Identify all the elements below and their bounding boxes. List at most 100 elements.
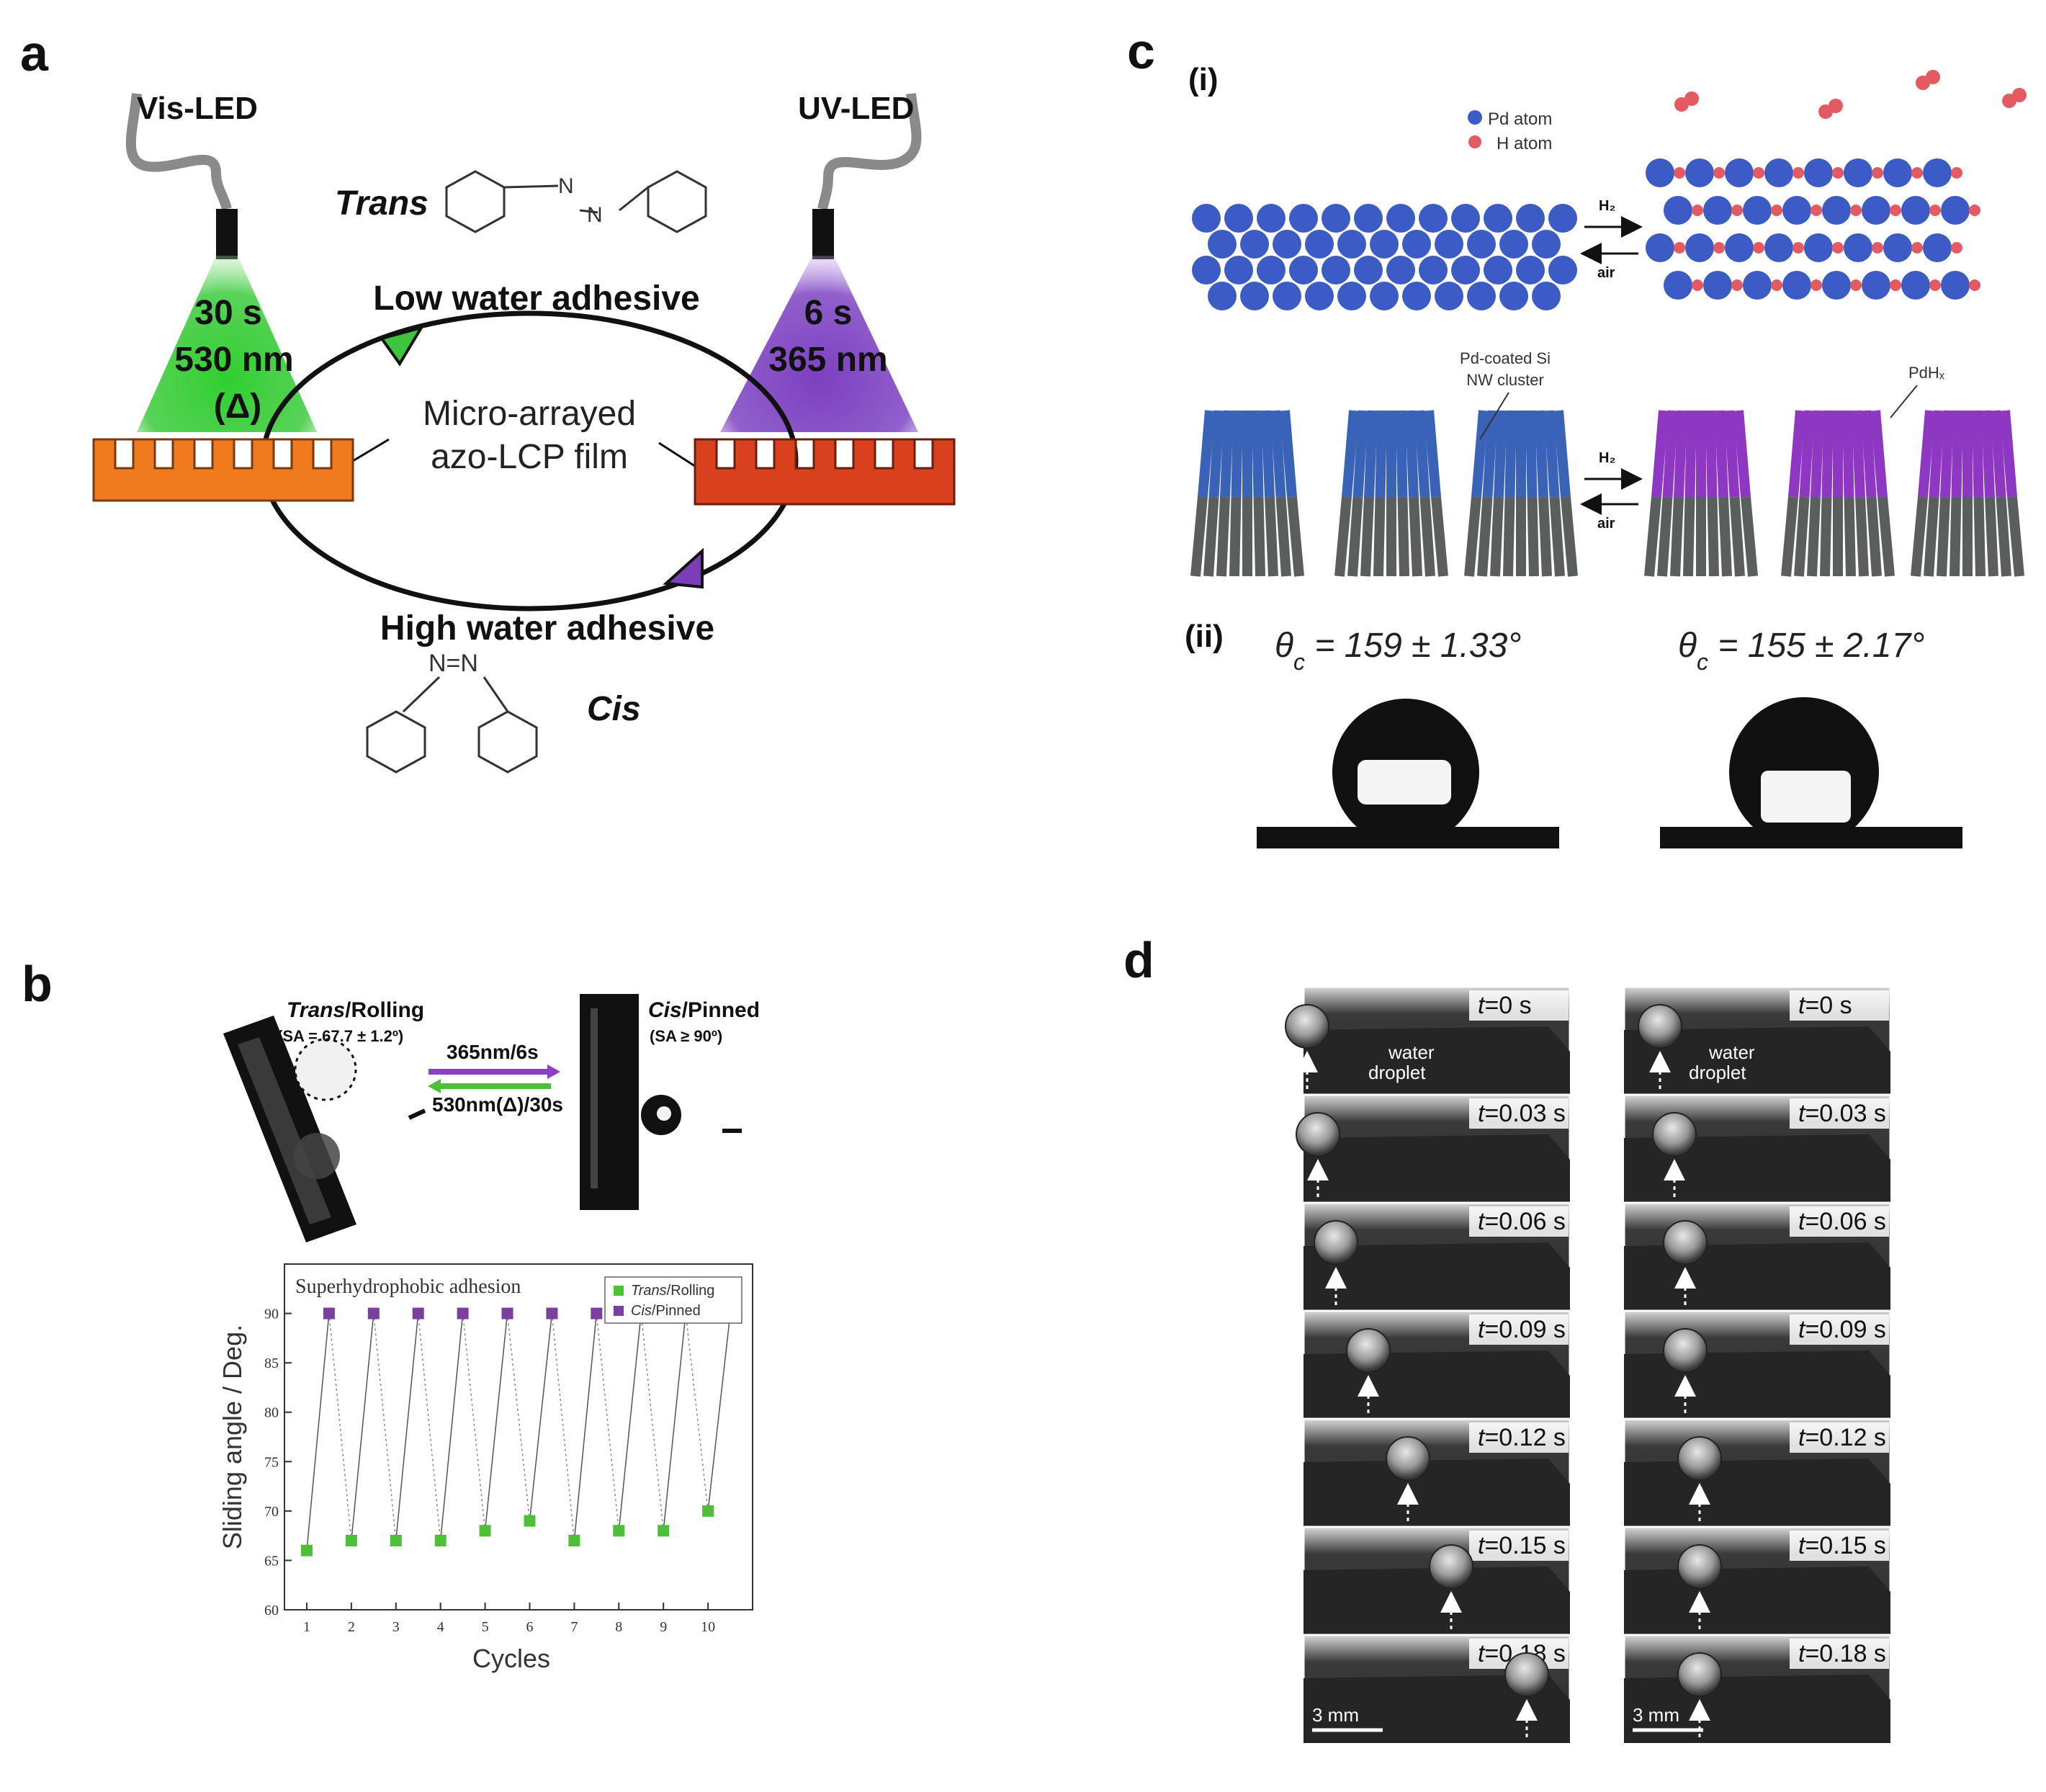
trans-point <box>390 1535 402 1546</box>
si-nanowire <box>1229 496 1242 577</box>
pd-atom <box>1862 196 1890 225</box>
connector-line-solid <box>618 1313 642 1531</box>
pd-atom <box>1941 196 1970 225</box>
h-atom-legend-marker <box>1468 135 1481 148</box>
pd-atom <box>1901 271 1930 300</box>
cis-azobenzene-structure <box>366 676 538 774</box>
si-nanowire <box>1419 496 1435 577</box>
pd-coating <box>1342 410 1359 498</box>
trans-point <box>658 1525 670 1537</box>
si-nanowire <box>1741 496 1758 577</box>
si-nanowire <box>1275 496 1291 577</box>
pd-atom <box>1664 196 1692 225</box>
h-atom <box>1793 167 1804 179</box>
cis-point <box>501 1307 513 1320</box>
vis-led-head <box>216 209 238 259</box>
orange-film <box>92 438 354 502</box>
si-nanowire <box>1707 496 1719 577</box>
uv-led-cable <box>817 93 922 210</box>
pd-atom <box>1725 233 1754 262</box>
pd-coating <box>1352 410 1368 498</box>
h-atom <box>1872 242 1883 254</box>
pd-coating <box>1424 410 1441 498</box>
purple-cycle-arrow <box>663 547 704 589</box>
scale-bar-label: 3 mm <box>1312 1704 1359 1726</box>
air-bottom: air <box>1597 516 1615 532</box>
x-tick-label: 8 <box>615 1619 622 1635</box>
trans-rolling-image <box>223 1016 357 1242</box>
legend-marker <box>614 1286 624 1296</box>
si-nanowire <box>1718 496 1732 577</box>
si-nanowire <box>1397 496 1409 577</box>
pd-atom <box>1516 256 1545 285</box>
pd-atom <box>1354 256 1383 285</box>
pd-coating <box>1270 410 1286 498</box>
pd-atom <box>1322 256 1350 285</box>
pd-atom <box>1192 256 1221 285</box>
si-nanowire <box>1490 496 1504 577</box>
time-label: t=0 s <box>1478 992 1532 1019</box>
pd-atom <box>1419 204 1448 233</box>
pd-atom <box>1548 204 1577 233</box>
legend-label: Trans/Rolling <box>631 1283 714 1299</box>
pd-atom <box>1782 271 1811 300</box>
pd-atom <box>1289 256 1318 285</box>
panel-d-label: d <box>1123 932 1154 988</box>
pd-coating <box>1821 410 1834 498</box>
h-atom <box>1850 205 1862 216</box>
pd-atom <box>1725 158 1754 187</box>
pd-atom <box>1337 282 1366 310</box>
y-tick-label: 70 <box>264 1504 279 1520</box>
pd-atom <box>1451 256 1480 285</box>
trans-point <box>568 1535 580 1546</box>
si-nanowire <box>1996 496 2011 577</box>
y-tick-label: 65 <box>264 1553 279 1569</box>
x-tick-label: 3 <box>392 1619 400 1635</box>
h-atom-legend: H atom <box>1497 134 1552 153</box>
pd-coating <box>1918 410 1935 498</box>
pd-atom <box>1224 204 1253 233</box>
h-atom <box>1832 167 1844 179</box>
si-nanowire <box>2007 496 2024 577</box>
pd-atom <box>1646 158 1674 187</box>
pd-atom <box>1305 282 1334 310</box>
pd-atom <box>1435 230 1463 259</box>
pd-atom <box>1822 196 1851 225</box>
h-atom <box>1829 99 1843 113</box>
film-label-line2: azo-LCP film <box>431 438 628 476</box>
video-frame: t=0.03 s <box>1296 1093 1571 1204</box>
video-frame: t=0.09 s <box>1302 1309 1571 1420</box>
time-label: t=0.12 s <box>1798 1424 1886 1451</box>
si-nanowire <box>1949 496 1962 577</box>
uv-led-head <box>812 209 834 259</box>
h-atom <box>1911 167 1923 179</box>
pdhx-pointer <box>1890 385 1918 418</box>
pd-coating <box>1981 410 1995 498</box>
connector-line-solid <box>663 1313 686 1531</box>
connector-line-solid <box>529 1313 553 1521</box>
panel-a: a Vis-LED 30 s 530 nm (Δ) UV-LED 6 s 365… <box>20 25 956 774</box>
pd-coated-line1: Pd-coated Si <box>1460 349 1551 367</box>
x-tick-label: 7 <box>570 1619 578 1635</box>
cis-pinned-image <box>580 994 681 1210</box>
h-atom <box>1684 91 1699 106</box>
pd-atom <box>1192 204 1221 233</box>
time-label: t=0.06 s <box>1478 1208 1566 1235</box>
pd-atom <box>1499 230 1528 259</box>
cis-point <box>591 1307 603 1320</box>
video-frame: t=0.03 s <box>1623 1093 1892 1204</box>
h-atom <box>1926 70 1940 84</box>
pd-atom <box>1273 230 1301 259</box>
sub-i-label: (i) <box>1188 62 1219 97</box>
uv-light-cone <box>720 256 918 432</box>
h-atom <box>1753 167 1764 179</box>
pd-atom <box>1273 282 1301 310</box>
panel-b: b Trans/Rolling (SA = 67.7 ± 1.2º) 365nm… <box>22 956 760 1673</box>
h-atom <box>1929 279 1941 291</box>
video-frame: t=0.06 s <box>1623 1201 1892 1312</box>
connector-line-solid <box>573 1313 598 1541</box>
h2-molecules <box>1674 70 2027 119</box>
pd-atom <box>1499 282 1528 310</box>
contact-angle-right: θc = 155 ± 2.17° <box>1678 627 1924 675</box>
